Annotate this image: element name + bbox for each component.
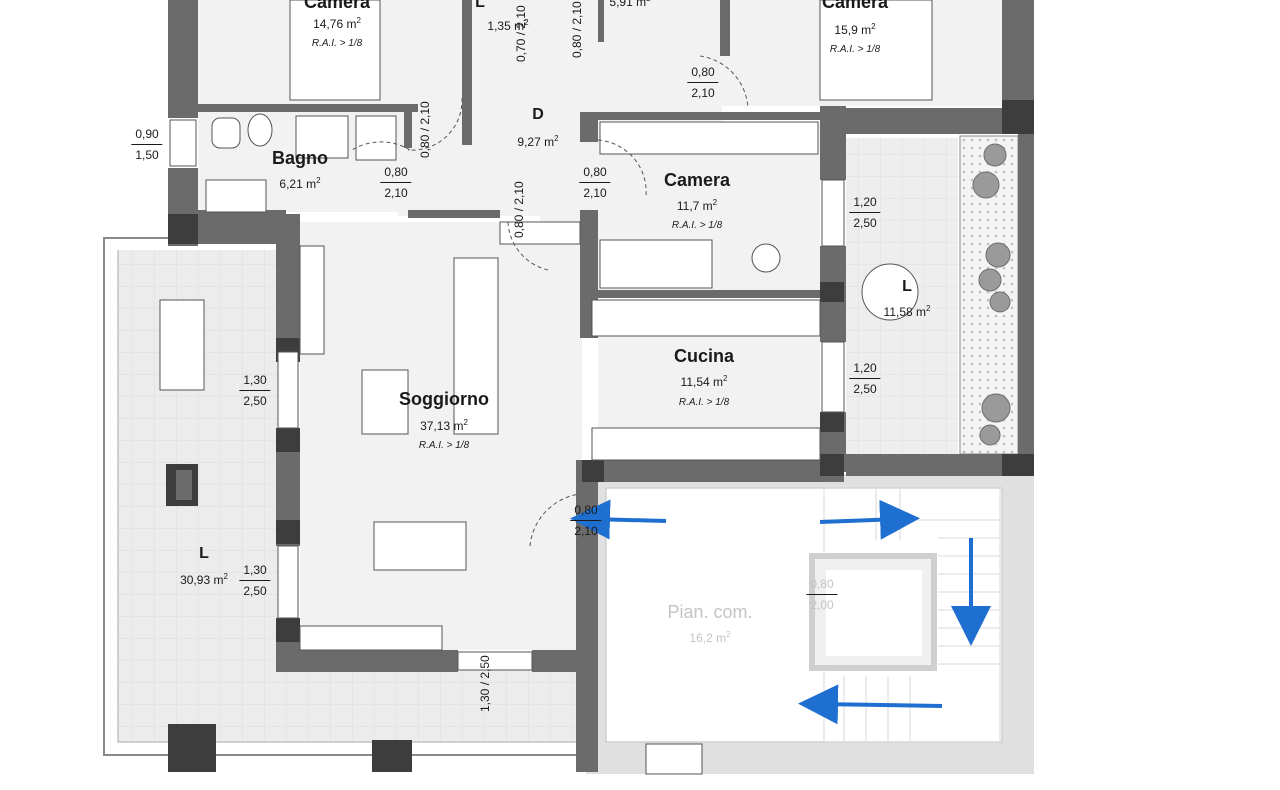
room-camera-mid-area: 11,7 m2	[676, 198, 718, 213]
opening-w-sogg-s: 1,30 / 2,50	[478, 655, 492, 712]
room-cucina-rai: R.A.I. > 1/8	[678, 397, 730, 408]
room-camera-mid-name: Camera	[663, 170, 731, 190]
room-soggiorno-name: Soggiorno	[399, 389, 489, 409]
room-lavanderia-name: L	[475, 0, 485, 11]
room-bagno-area: 6,21 m2	[279, 176, 321, 191]
room-disimpegno-area: 9,27 m2	[517, 134, 559, 149]
room-loggia-e-area: 11,58 m2	[883, 304, 931, 319]
room-loggia-w-name: L	[199, 545, 209, 562]
planter-shrubs	[972, 143, 1011, 446]
room-cucina-name: Cucina	[673, 346, 735, 366]
room-pianerottolo-name: Pian. com.	[667, 602, 753, 622]
room-camera-nw-name: Camera	[303, 0, 371, 12]
room-lavanderia-area: 1,35 m2	[487, 18, 529, 33]
room-loggia-w-area: 30,93 m2	[180, 572, 228, 587]
room-camera-mid-rai: R.A.I. > 1/8	[671, 220, 723, 231]
room-disimpegno-name: D	[532, 106, 544, 123]
furniture	[159, 0, 933, 651]
opening-d-d-v: 0,80 / 2,10	[418, 101, 432, 158]
door-swings	[351, 55, 749, 547]
room-soggiorno-area: 37,13 m2	[420, 418, 468, 433]
room-camera-ne-rai: R.A.I. > 1/8	[829, 44, 881, 55]
room-pianerottolo-area: 16,2 m2	[689, 630, 731, 645]
terrace-outline	[103, 237, 580, 756]
opening-d-l: 0,70 / 2,10	[514, 5, 528, 62]
room-loggia-e-name: L	[902, 278, 912, 295]
room-bagno-n-area: 5,91 m2	[609, 0, 650, 9]
opening-d-sogg: 0,80 / 2,10	[512, 181, 526, 238]
room-camera-ne-name: Camera	[821, 0, 889, 12]
room-camera-nw-rai: R.A.I. > 1/8	[311, 38, 363, 49]
room-soggiorno-rai: R.A.I. > 1/8	[418, 440, 470, 451]
circulation-arrows	[570, 499, 991, 725]
opening-d-b: 0,80 / 2,10	[570, 1, 584, 58]
window-openings	[169, 119, 845, 775]
room-camera-ne-area: 15,9 m2	[834, 22, 876, 37]
room-bagno-name: Bagno	[272, 148, 328, 168]
columns	[166, 100, 1034, 772]
room-camera-nw-area: 14,76 m2	[313, 16, 361, 31]
room-cucina-area: 11,54 m2	[680, 374, 728, 389]
